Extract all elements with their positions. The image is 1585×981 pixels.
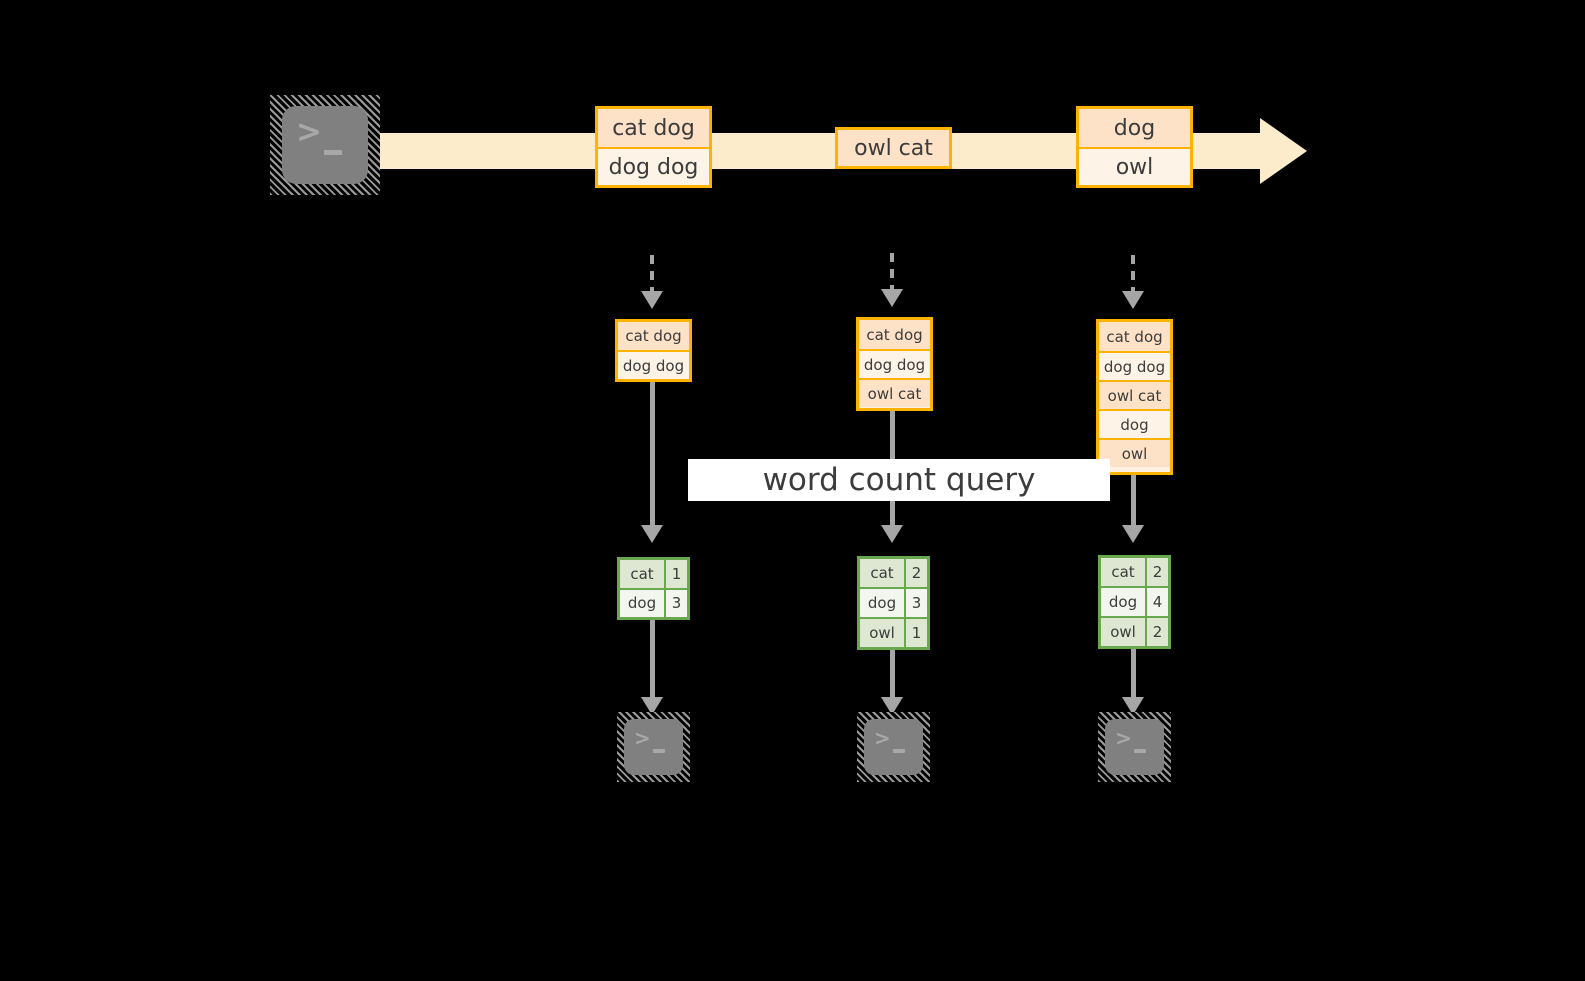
query-banner: word count query xyxy=(688,459,1110,501)
stream-batch-1: cat dog dog dog xyxy=(595,106,712,188)
stream-batch-1-line-2: dog dog xyxy=(598,147,709,185)
stream-band xyxy=(368,133,1208,169)
terminal-prompt-cursor xyxy=(1134,749,1146,753)
accumulated-state-2-line-2: dog dog xyxy=(859,349,930,378)
query-connector-3 xyxy=(1131,475,1136,529)
sink-connector-arrowhead-1 xyxy=(641,697,663,715)
sink-connector-arrowhead-3 xyxy=(1122,697,1144,715)
accumulated-state-3-line-5: owl xyxy=(1099,438,1170,467)
result-3-row-2-count: 4 xyxy=(1145,588,1168,616)
stream-batch-3-line-1: dog xyxy=(1079,109,1190,147)
drop-dash-1 xyxy=(650,255,654,295)
sink-connector-2 xyxy=(890,650,895,701)
terminal-face xyxy=(1105,719,1164,775)
drop-arrowhead-2 xyxy=(881,289,903,307)
accumulated-state-2-line-1: cat dog xyxy=(859,320,930,349)
table-row: owl 1 xyxy=(860,617,927,647)
accumulated-state-1-line-1: cat dog xyxy=(618,322,689,351)
result-2-row-1-word: cat xyxy=(860,559,904,587)
table-row: dog 3 xyxy=(860,587,927,617)
result-2-row-2-count: 3 xyxy=(904,589,927,617)
table-row: dog 4 xyxy=(1101,586,1168,616)
stream-arrowhead xyxy=(1260,118,1307,184)
table-row: cat 2 xyxy=(1101,558,1168,586)
terminal-prompt-chevron: > xyxy=(1115,726,1132,750)
terminal-prompt-cursor xyxy=(893,749,905,753)
accumulated-state-3-line-3: owl cat xyxy=(1099,380,1170,409)
result-1-row-1-word: cat xyxy=(620,560,664,588)
sink-connector-arrowhead-2 xyxy=(881,697,903,715)
terminal-face xyxy=(624,719,683,775)
query-connector-arrowhead-2 xyxy=(881,525,903,543)
stream-batch-2: owl cat xyxy=(835,127,952,169)
result-3-row-1-word: cat xyxy=(1101,558,1145,586)
sink-terminal-icon-1: > xyxy=(617,712,690,782)
accumulated-state-3-line-1: cat dog xyxy=(1099,322,1170,351)
result-3-row-1-count: 2 xyxy=(1145,558,1168,586)
stream-batch-1-line-1: cat dog xyxy=(598,109,709,147)
accumulated-state-1: cat dog dog dog xyxy=(615,319,692,382)
terminal-prompt-chevron: > xyxy=(634,726,651,750)
result-table-3: cat 2 dog 4 owl 2 xyxy=(1098,555,1171,649)
accumulated-state-2: cat dog dog dog owl cat xyxy=(856,317,933,411)
terminal-prompt-cursor xyxy=(653,749,665,753)
accumulated-state-3-line-4: dog xyxy=(1099,409,1170,438)
result-1-row-2-word: dog xyxy=(620,589,664,617)
table-row: owl 2 xyxy=(1101,616,1168,646)
stream-batch-2-line-1: owl cat xyxy=(838,130,949,166)
source-terminal-icon: > xyxy=(270,95,380,195)
stream-batch-3-line-2: owl xyxy=(1079,147,1190,185)
drop-arrowhead-3 xyxy=(1122,291,1144,309)
result-3-row-2-word: dog xyxy=(1101,588,1145,616)
result-3-row-3-count: 2 xyxy=(1145,618,1168,646)
sink-connector-1 xyxy=(650,620,655,701)
terminal-face xyxy=(864,719,923,775)
sink-terminal-icon-2: > xyxy=(857,712,930,782)
result-2-row-1-count: 2 xyxy=(904,559,927,587)
drop-dash-2 xyxy=(890,253,894,293)
result-1-row-2-count: 3 xyxy=(664,589,687,617)
query-connector-arrowhead-3 xyxy=(1122,525,1144,543)
accumulated-state-3-line-2: dog dog xyxy=(1099,351,1170,380)
result-1-row-1-count: 1 xyxy=(664,560,687,588)
stream-band-head-shaft xyxy=(1208,133,1260,169)
query-connector-1 xyxy=(650,382,655,529)
accumulated-state-3: cat dog dog dog owl cat dog owl xyxy=(1096,319,1173,475)
sink-terminal-icon-3: > xyxy=(1098,712,1171,782)
table-row: cat 2 xyxy=(860,559,927,587)
table-row: cat 1 xyxy=(620,560,687,588)
result-2-row-2-word: dog xyxy=(860,589,904,617)
terminal-prompt-chevron: > xyxy=(874,726,891,750)
result-2-row-3-count: 1 xyxy=(904,619,927,647)
result-table-1: cat 1 dog 3 xyxy=(617,557,690,620)
terminal-prompt-cursor xyxy=(324,150,342,155)
result-3-row-3-word: owl xyxy=(1101,618,1145,646)
terminal-face xyxy=(282,106,368,184)
query-connector-arrowhead-1 xyxy=(641,525,663,543)
stream-batch-3: dog owl xyxy=(1076,106,1193,188)
table-row: dog 3 xyxy=(620,587,687,617)
result-table-2: cat 2 dog 3 owl 1 xyxy=(857,556,930,650)
terminal-prompt-chevron: > xyxy=(296,114,322,150)
accumulated-state-2-line-3: owl cat xyxy=(859,378,930,407)
sink-connector-3 xyxy=(1131,649,1136,701)
drop-dash-3 xyxy=(1131,255,1135,295)
result-2-row-3-word: owl xyxy=(860,619,904,647)
accumulated-state-1-line-2: dog dog xyxy=(618,350,689,379)
drop-arrowhead-1 xyxy=(641,291,663,309)
